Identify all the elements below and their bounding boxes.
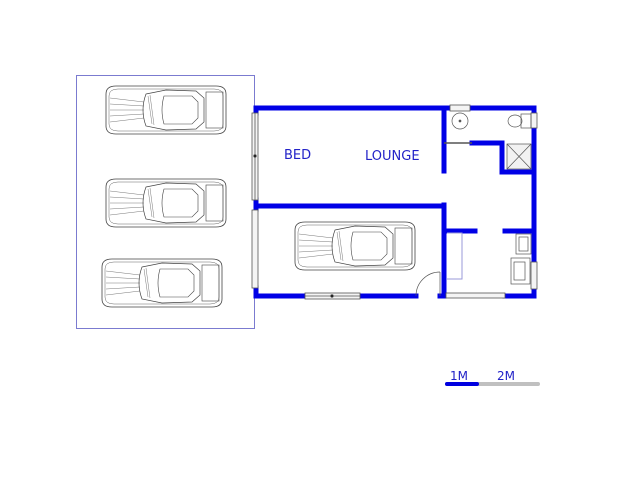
sink-icon [515, 233, 532, 255]
counter-outline [447, 232, 463, 280]
scale-label-2m: 2M [497, 369, 515, 383]
car-icon [105, 178, 227, 228]
basin-icon [451, 112, 469, 130]
car-icon [101, 258, 223, 308]
toilet-icon [507, 113, 532, 129]
shower-icon [506, 143, 532, 170]
stove-icon [510, 257, 531, 285]
door [415, 142, 472, 297]
parking-area-outline [76, 75, 255, 329]
scale-label-1m: 1M [450, 369, 468, 383]
car-icon [294, 221, 416, 271]
car-icon [105, 85, 227, 135]
window [251, 104, 538, 300]
walls [253, 105, 537, 299]
room-label-bed: BED [284, 148, 312, 163]
room-label-lounge: LOUNGE [365, 149, 420, 164]
